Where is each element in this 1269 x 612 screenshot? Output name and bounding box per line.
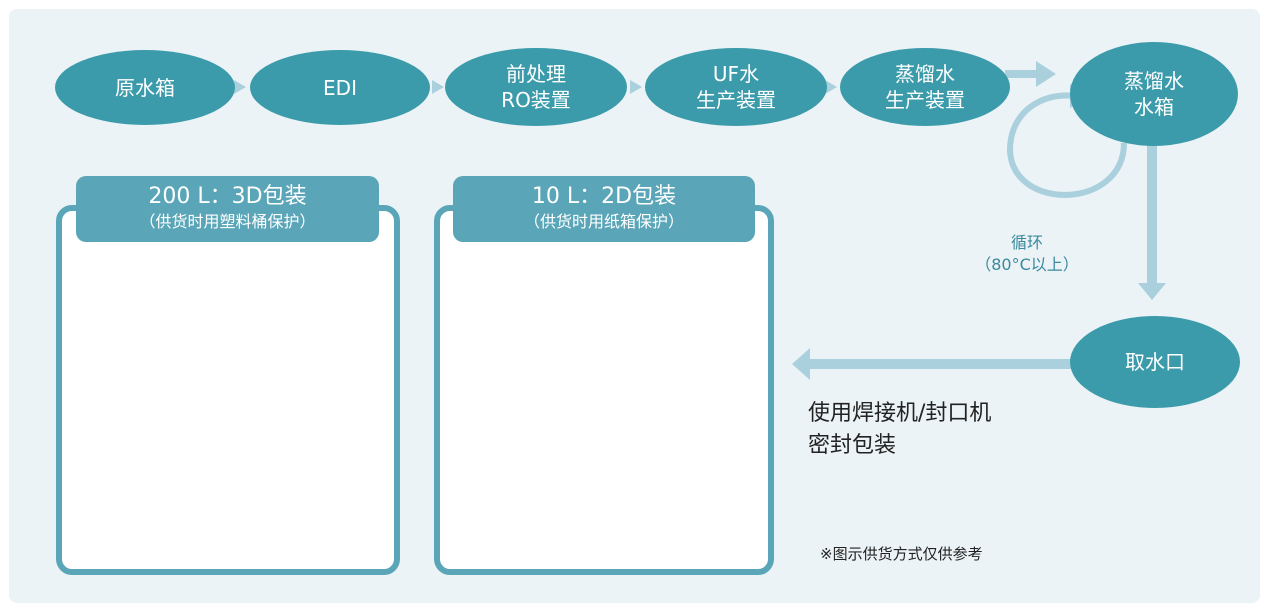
node-edi: EDI xyxy=(250,50,430,125)
node-ro-line1: 前处理 xyxy=(506,62,566,86)
node-raw-water-tank-label: 原水箱 xyxy=(115,75,175,100)
node-ro-unit: 前处理 RO装置 xyxy=(445,48,627,126)
flow-arrow-4 xyxy=(825,80,837,94)
package-10l-subtitle: （供货时用纸箱保护） xyxy=(523,212,684,231)
package-10l-title: 10 L：2D包装 xyxy=(531,184,677,209)
circulation-note-line2: （80°C以上） xyxy=(975,255,1079,274)
sealing-note-line1: 使用焊接机/封口机 xyxy=(808,401,992,426)
flow-arrow-2 xyxy=(432,80,444,94)
circulation-note: 循环 （80°C以上） xyxy=(962,232,1092,276)
flow-arrow-3 xyxy=(630,80,642,94)
node-raw-water-tank: 原水箱 xyxy=(55,50,235,125)
down-arrow-head xyxy=(1138,283,1166,300)
flow-arrow-1 xyxy=(234,80,246,94)
node-distillation-unit: 蒸馏水 生产装置 xyxy=(840,48,1010,126)
node-distill-line1: 蒸馏水 xyxy=(895,62,955,86)
package-200l-subtitle: （供货时用塑料桶保护） xyxy=(139,212,316,231)
node-uf-line1: UF水 xyxy=(712,62,760,86)
node-distill-tank-line1: 蒸馏水 xyxy=(1124,69,1184,93)
circulation-note-line1: 循环 xyxy=(1010,233,1043,252)
package-box-10l xyxy=(434,205,774,575)
node-uf-line2: 生产装置 xyxy=(696,88,776,112)
node-distill-tank-line2: 水箱 xyxy=(1134,95,1174,119)
left-arrow-shaft xyxy=(808,359,1076,369)
node-distilled-water-tank: 蒸馏水 水箱 xyxy=(1070,42,1238,146)
node-uf-unit: UF水 生产装置 xyxy=(645,48,827,126)
package-200l-title: 200 L：3D包装 xyxy=(148,184,307,209)
node-edi-label: EDI xyxy=(323,75,357,100)
flow-arrow-to-tank xyxy=(1005,61,1056,87)
footnote: ※图示供货方式仅供参考 xyxy=(820,545,983,563)
node-water-outlet: 取水口 xyxy=(1070,316,1240,408)
sealing-note-line2: 密封包装 xyxy=(808,433,897,458)
node-outlet-label: 取水口 xyxy=(1125,350,1185,374)
circulation-loop xyxy=(1006,92,1127,198)
package-tab-10l: 10 L：2D包装 （供货时用纸箱保护） xyxy=(453,176,755,242)
sealing-note: 使用焊接机/封口机 密封包装 xyxy=(808,398,991,462)
down-arrow-shaft xyxy=(1147,145,1157,285)
node-ro-line2: RO装置 xyxy=(501,88,571,112)
package-tab-200l: 200 L：3D包装 （供货时用塑料桶保护） xyxy=(76,176,379,242)
node-distill-line2: 生产装置 xyxy=(885,88,965,112)
package-box-200l xyxy=(56,205,400,575)
left-arrow-head xyxy=(792,348,810,380)
